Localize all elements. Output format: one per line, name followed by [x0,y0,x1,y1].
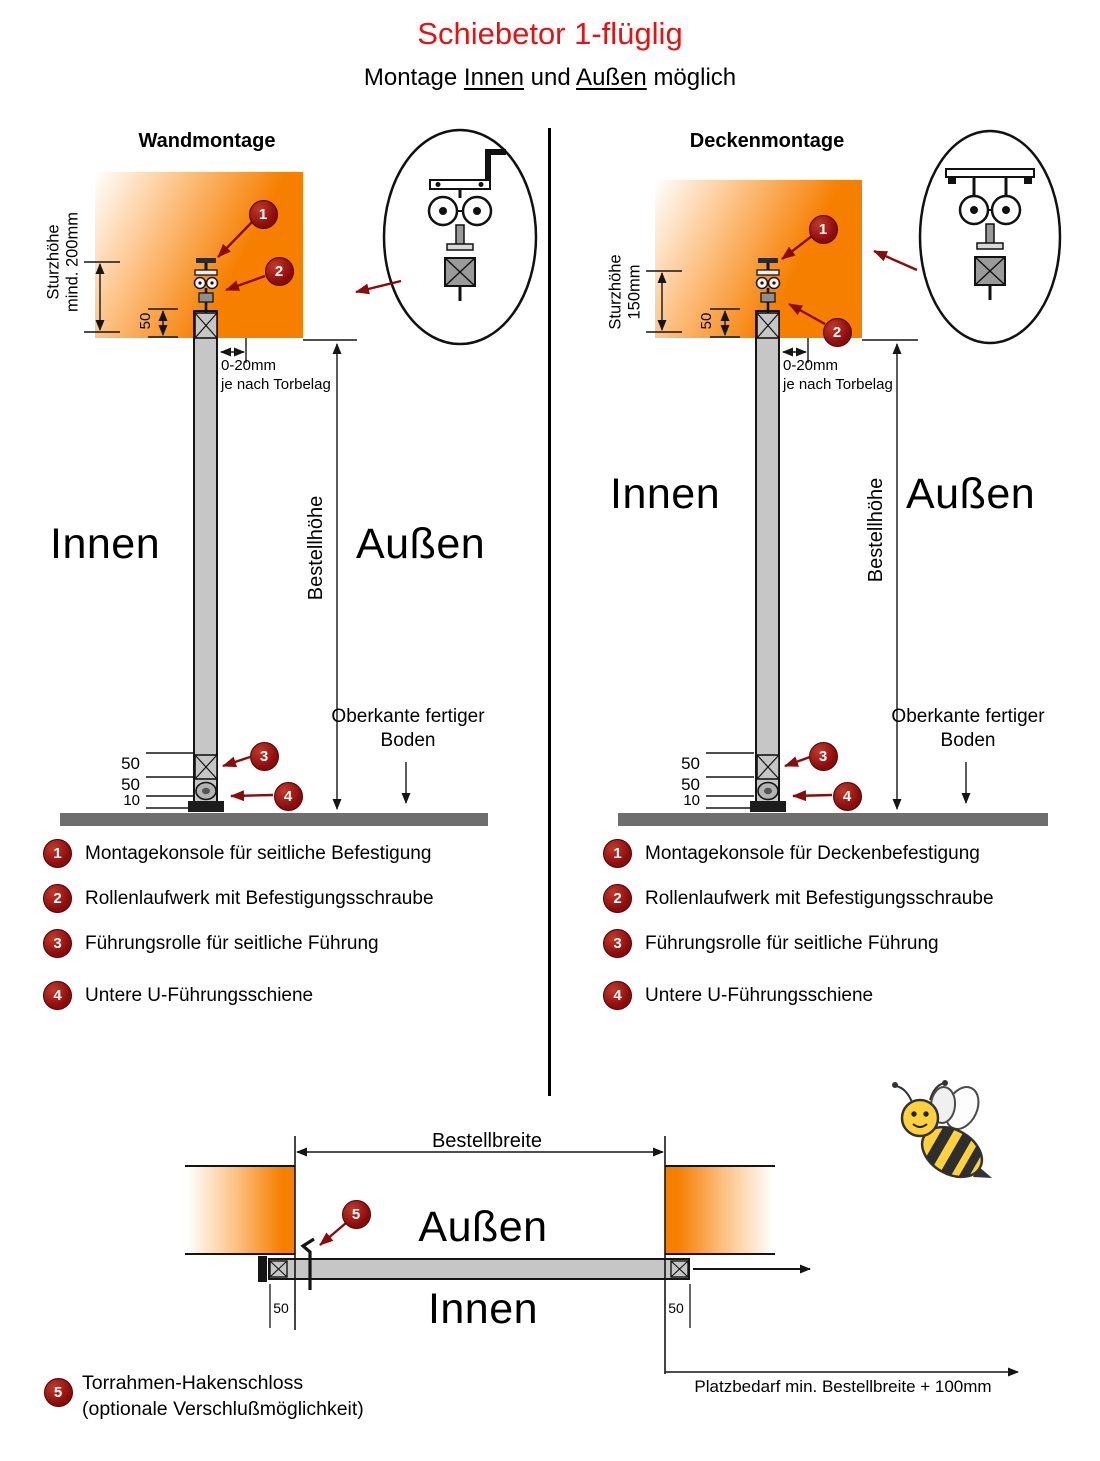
ceiling-gate-leaf [755,310,780,807]
ceiling-gap-line1: 0-20mm [783,357,839,374]
topview-legend-line2: (optionale Verschlußmöglichkeit) [82,1397,364,1420]
wall-callout-badge-1: 1 [248,199,278,229]
ceiling-legend-item-2: 2 Rollenlaufwerk mit Befestigungsschraub… [603,884,994,913]
topview-gate-bar [268,1258,690,1280]
wall-legend-item-2: 2 Rollenlaufwerk mit Befestigungsschraub… [43,884,434,913]
ceiling-sturzhoehe-label: Sturzhöhe 150mm [607,254,646,329]
bee-illustration [892,1080,992,1185]
ceiling-callout-badge-2: 2 [822,317,852,347]
ceiling-detail-bubble [918,129,1062,345]
wall-legend-badge-1: 1 [43,839,72,868]
page-subtitle: Montage Innen und Außen möglich [364,64,736,92]
topview-callout-arrow-5 [319,1222,347,1246]
bee-antenna-left [895,1085,913,1103]
ceiling-gap-line2: je nach Torbelag [783,375,893,393]
topview-callout-badge-5: 5 [341,1199,371,1229]
ceiling-legend-badge-4: 4 [603,981,632,1010]
topview-wall-left [185,1165,295,1255]
wall-callout-badge-4: 4 [273,781,303,811]
subtitle-mid: und [523,64,577,91]
ceiling-heading: Deckenmontage [689,130,845,152]
topview-legend-badge-5: 5 [43,1377,73,1407]
wall-gap-line2: je nach Torbelag [221,375,331,393]
ceiling-legend-badge-1: 1 [603,839,632,868]
ceiling-bestellhoehe-label: Bestellhöhe [865,477,888,583]
wall-legend-badge-3: 3 [43,929,72,958]
bee-smile [912,1123,928,1128]
ceiling-innen-label: Innen [610,470,721,518]
platzbedarf-label: Platzbedarf min. Bestellbreite + 100mm [694,1377,992,1396]
subtitle-post: möglich [646,64,737,91]
topview-wall-right [665,1165,775,1255]
wall-dim-bottom-10: 10 [123,792,140,809]
wall-aussen-label: Außen [356,520,486,568]
wall-dim-50-top: 50 [137,312,155,330]
topview-innen-label: Innen [427,1285,539,1333]
wall-legend-badge-4: 4 [43,981,72,1010]
panel-divider [548,128,551,1096]
wall-sturz-line1: Sturzhöhe [44,224,63,300]
subtitle-innen: Innen [463,64,524,91]
ceiling-callout-badge-3: 3 [808,741,838,771]
ceiling-callout-badge-1: 1 [808,214,838,244]
ceiling-legend-item-4: 4 Untere U-Führungsschiene [603,981,873,1010]
wall-legend-text-3: Führungsrolle für seitliche Führung [85,932,379,954]
ceiling-sturz-line2: 150mm [626,264,644,320]
wall-innen-label: Innen [50,520,161,568]
topview-legend-line1: Torrahmen-Hakenschloss [82,1372,304,1394]
ceiling-gap-note: 0-20mm je nach Torbelag [783,357,893,395]
wall-oberkante-label: Oberkante fertiger Boden [331,706,485,751]
wall-floor [60,813,488,826]
ceiling-legend-text-3: Führungsrolle für seitliche Führung [645,932,939,954]
ceiling-legend-item-1: 1 Montagekonsole für Deckenbefestigung [603,839,980,868]
wall-gate-leaf [193,310,218,807]
page-title: Schiebetor 1-flüglig [417,16,683,51]
topview-dim-right-50: 50 [668,1300,684,1316]
ceiling-oberkante-label: Oberkante fertiger Boden [891,706,1045,751]
wall-legend-text-1: Montagekonsole für seitliche Befestigung [85,842,432,864]
wall-detail-bubble [382,128,538,346]
wall-legend-badge-2: 2 [43,884,72,913]
wall-heading: Wandmontage [138,130,276,152]
wall-legend-item-3: 3 Führungsrolle für seitliche Führung [43,929,379,958]
bee-head [900,1098,940,1138]
wall-legend-text-4: Untere U-Führungsschiene [85,984,314,1006]
ceiling-dim-bottom-10: 10 [683,792,700,809]
wall-legend-item-1: 1 Montagekonsole für seitliche Befestigu… [43,839,431,868]
subtitle-pre: Montage [363,64,464,91]
wall-legend-item-4: 4 Untere U-Führungsschiene [43,981,313,1010]
ceiling-legend-text-1: Montagekonsole für Deckenbefestigung [645,842,980,864]
wall-dim-bottom-50a: 50 [121,754,140,773]
subtitle-aussen: Außen [576,64,647,91]
ceiling-dim-50-top: 50 [698,312,716,330]
wall-sturz-line2: mind. 200mm [64,212,82,312]
ceiling-aussen-label: Außen [906,470,1036,518]
wall-bestellhoehe-label: Bestellhöhe [305,495,328,601]
ceiling-floor [618,813,1048,826]
ceiling-legend-badge-2: 2 [603,884,632,913]
bestellbreite-label: Bestellbreite [431,1130,543,1152]
ceiling-sturz-line1: Sturzhöhe [606,254,625,330]
ceiling-legend-text-4: Untere U-Führungsschiene [645,984,874,1006]
ceiling-callout-badge-4: 4 [832,781,862,811]
wall-callout-badge-2: 2 [264,256,294,286]
wall-gap-note: 0-20mm je nach Torbelag [221,357,331,395]
bee-stripes [921,1119,987,1185]
ceiling-legend-text-2: Rollenlaufwerk mit Befestigungsschraube [645,887,994,909]
wall-dim-bottom-50b: 50 [121,775,140,794]
ceiling-dim-bottom-50b: 50 [681,775,700,794]
ceiling-dim-bottom-50a: 50 [681,754,700,773]
ceiling-legend-item-3: 3 Führungsrolle für seitliche Führung [603,929,939,958]
wall-legend-text-2: Rollenlaufwerk mit Befestigungsschraube [85,887,434,909]
wall-gap-line1: 0-20mm [221,357,277,374]
topview-dim-left-50: 50 [273,1300,289,1316]
topview-aussen-label: Außen [418,1203,548,1251]
topview-legend-text: Torrahmen-Hakenschloss (optionale Versch… [82,1371,364,1422]
ceiling-legend-badge-3: 3 [603,929,632,958]
wall-callout-badge-3: 3 [249,741,279,771]
wall-sturzhoehe-label: Sturzhöhe mind. 200mm [45,212,84,312]
